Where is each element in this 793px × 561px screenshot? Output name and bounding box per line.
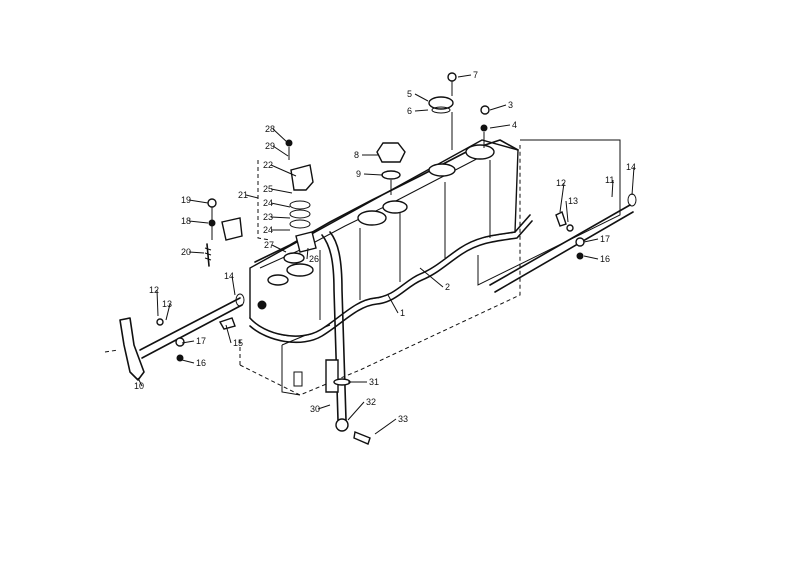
callout-leader-c14b — [631, 166, 635, 196]
callout-leader-c25 — [270, 188, 293, 194]
callout-label-c24a: 24 — [263, 198, 273, 208]
callout-label-c30: 30 — [310, 404, 320, 414]
throttle-assembly — [257, 139, 317, 264]
callout-leader-c10 — [137, 377, 143, 387]
callout-leader-c18 — [188, 220, 209, 224]
left-control-shaft — [104, 293, 245, 381]
callout-leader-c16b — [583, 255, 599, 260]
callout-label-c7: 7 — [473, 70, 478, 80]
oil-filler-cap — [376, 142, 406, 195]
callout-label-c12b: 12 — [556, 178, 566, 188]
callout-label-c16a: 16 — [196, 358, 206, 368]
callout-leader-c33 — [374, 418, 397, 435]
callout-label-c18: 18 — [181, 216, 191, 226]
callout-label-c27: 27 — [264, 240, 274, 250]
callout-label-c13a: 13 — [162, 299, 172, 309]
callout-leader-c12a — [156, 289, 159, 317]
callout-leader-c17b — [583, 238, 599, 243]
callout-label-c10: 10 — [134, 381, 144, 391]
callout-label-c17b: 17 — [600, 234, 610, 244]
callout-leader-c4 — [489, 124, 511, 129]
valve-cover-body — [249, 139, 519, 337]
callout-leader-c15 — [225, 324, 232, 344]
callout-leader-c30 — [317, 404, 331, 410]
callout-leader-c13b — [565, 200, 569, 223]
callout-label-c19: 19 — [181, 195, 191, 205]
callout-leader-c32 — [347, 401, 365, 421]
callout-label-c25: 25 — [263, 184, 273, 194]
callout-label-c32: 32 — [366, 397, 376, 407]
callout-label-c15: 15 — [233, 338, 243, 348]
callout-label-c23: 23 — [263, 212, 273, 222]
callout-label-c4: 4 — [512, 120, 517, 130]
callout-leader-c23 — [270, 216, 291, 219]
callout-label-c22: 22 — [263, 160, 273, 170]
callout-leader-c22 — [270, 164, 297, 177]
top-breather-parts — [428, 72, 490, 150]
callout-label-c11: 11 — [605, 175, 614, 185]
callout-label-c13b: 13 — [568, 196, 578, 206]
callout-label-c9: 9 — [356, 169, 361, 179]
callout-leader-c20 — [188, 251, 205, 254]
callout-leader-c27 — [271, 244, 287, 253]
callout-leader-c6 — [414, 109, 429, 112]
callout-leader-c28 — [272, 128, 289, 144]
callout-label-c3: 3 — [508, 100, 513, 110]
callout-label-c24b: 24 — [263, 225, 273, 235]
callout-label-c21: 21 — [238, 190, 248, 200]
callout-leader-c2 — [419, 267, 444, 288]
callout-label-c14a: 14 — [224, 271, 234, 281]
callout-leader-c12b — [559, 182, 565, 213]
callout-leader-c3 — [489, 104, 507, 111]
right-end-plate — [477, 139, 621, 286]
callout-label-c17a: 17 — [196, 336, 206, 346]
callout-leader-c1 — [387, 294, 399, 314]
callout-label-c2: 2 — [445, 282, 450, 292]
callout-leader-c21 — [245, 194, 259, 199]
callout-leader-c9 — [363, 173, 384, 176]
callout-label-c28: 28 — [265, 124, 275, 134]
callout-label-c1: 1 — [400, 308, 405, 318]
callout-label-c14b: 14 — [626, 162, 636, 172]
callout-label-c31: 31 — [369, 377, 379, 387]
callout-leader-c17a — [181, 340, 195, 344]
callout-label-c26: 26 — [309, 254, 319, 264]
callout-leader-c14a — [231, 275, 236, 296]
callout-label-c16b: 16 — [600, 254, 610, 264]
callout-label-c8: 8 — [354, 150, 359, 160]
callout-leader-c24a — [270, 202, 291, 208]
part-callouts: 1234567891011121312131414151616171718192… — [134, 70, 636, 435]
callout-leader-c29 — [272, 145, 289, 157]
left-bracket — [204, 198, 243, 267]
callout-leader-c7 — [457, 74, 472, 78]
callout-leader-c16a — [181, 359, 195, 364]
callout-leader-c19 — [188, 199, 209, 204]
callout-label-c29: 29 — [265, 141, 275, 151]
callout-leader-c13a — [165, 303, 171, 321]
callout-leader-c11 — [611, 179, 614, 198]
callout-leader-c5 — [414, 93, 429, 102]
callout-leader-c26 — [306, 247, 309, 260]
callout-label-c20: 20 — [181, 247, 191, 257]
callout-label-c33: 33 — [398, 414, 408, 424]
callout-label-c5: 5 — [407, 89, 412, 99]
right-control-shaft — [489, 193, 637, 293]
callout-label-c6: 6 — [407, 106, 412, 116]
dipstick-tube — [321, 231, 371, 445]
callout-label-c12a: 12 — [149, 285, 159, 295]
